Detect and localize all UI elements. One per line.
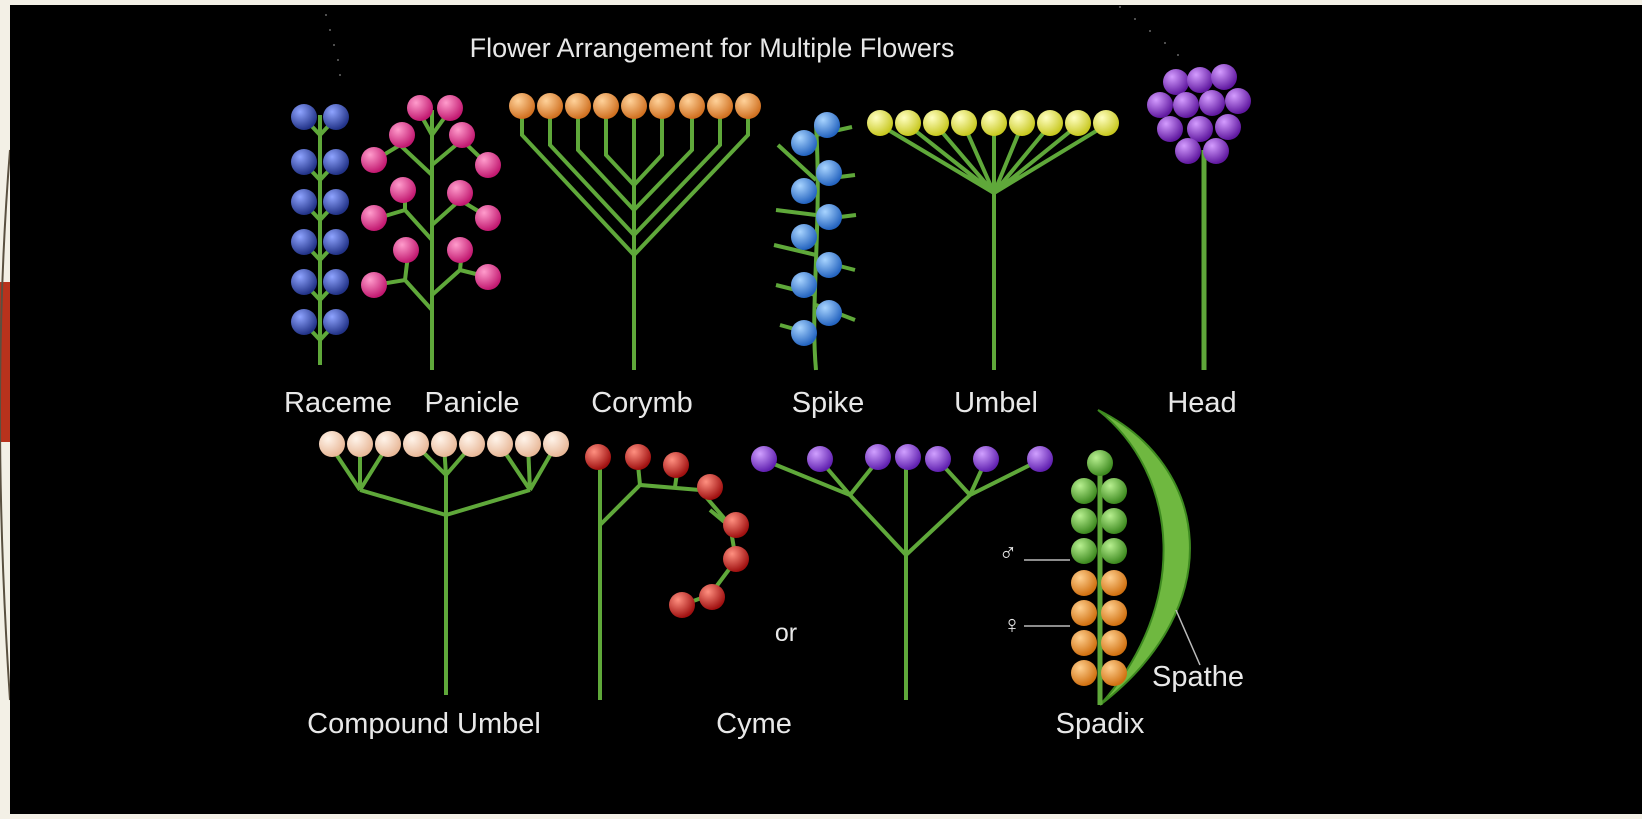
spike-illustration (774, 112, 856, 370)
label-corymb: Corymb (591, 387, 693, 419)
raceme-illustration (291, 104, 349, 365)
label-spike: Spike (792, 387, 865, 419)
cyme-coiled-illustration (585, 444, 749, 700)
diagram-title: Flower Arrangement for Multiple Flowers (470, 33, 955, 63)
label-raceme: Raceme (284, 387, 392, 419)
label-compound-umbel: Compound Umbel (307, 708, 541, 740)
label-spathe: Spathe (1152, 661, 1244, 693)
label-spadix: Spadix (1056, 708, 1145, 740)
label-panicle: Panicle (424, 387, 519, 419)
head-illustration (1147, 64, 1251, 370)
cyme-branched-illustration (751, 444, 1053, 700)
label-male-flowers: ♂ (999, 539, 1018, 567)
label-umbel: Umbel (954, 387, 1038, 419)
umbel-illustration (867, 110, 1119, 370)
inflorescence-diagram: Flower Arrangement for Multiple Flowers (10, 5, 1642, 814)
diagram-canvas: Flower Arrangement for Multiple Flowers (10, 5, 1642, 814)
slide-decoration-arc (0, 0, 10, 814)
label-or: or (775, 619, 797, 647)
label-head: Head (1167, 387, 1236, 419)
compound-umbel-illustration (319, 431, 569, 695)
panicle-illustration (361, 95, 501, 370)
corymb-illustration (509, 93, 761, 370)
label-female-flowers: ♀ (1003, 611, 1022, 639)
label-cyme: Cyme (716, 708, 792, 740)
